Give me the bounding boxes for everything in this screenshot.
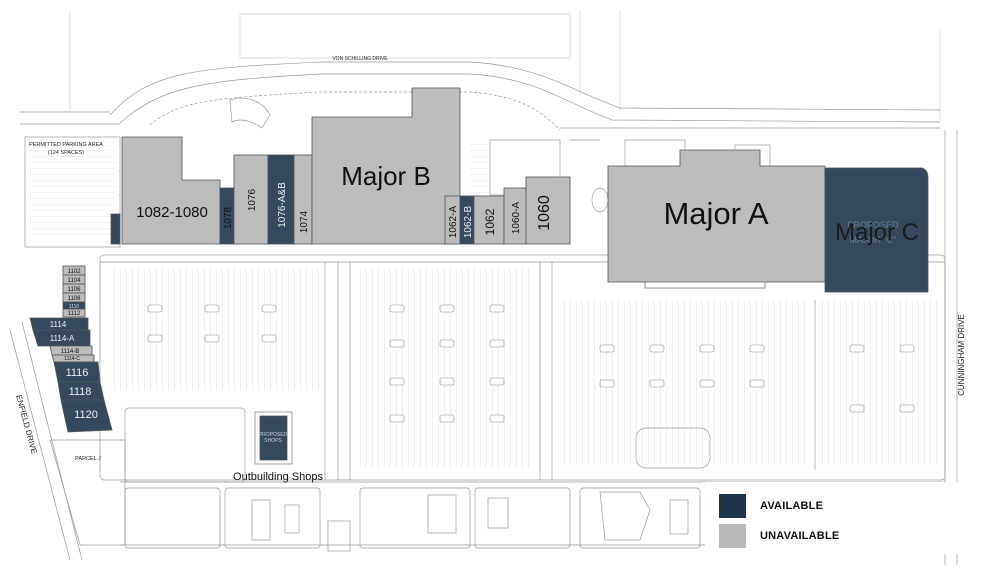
- site-linework: [9, 10, 958, 565]
- legend-unavailable-label: UNAVAILABLE: [760, 530, 840, 542]
- unit-1082-sliver[interactable]: [110, 213, 121, 245]
- label-1060-a: 1060-A: [511, 202, 522, 235]
- label-cunningham-drive: CUNNINGHAM DRIVE: [957, 314, 966, 396]
- label-1116: 1116: [66, 367, 89, 379]
- label-proposed-shops-1: PROPOSED: [259, 432, 288, 438]
- unit-1060[interactable]: [525, 176, 571, 245]
- label-permitted-parking-2: (124 SPACES): [48, 150, 84, 156]
- label-1060: 1060: [536, 195, 553, 231]
- label-1114: 1114: [50, 320, 67, 329]
- label-1062-b: 1062-B: [463, 206, 474, 239]
- unit-1112[interactable]: [62, 308, 86, 318]
- label-permitted-parking-1: PERMITTED PARKING AREA: [29, 142, 103, 148]
- unit-1076-ab[interactable]: [267, 154, 295, 245]
- label-1078: 1078: [223, 206, 234, 229]
- building-units: [29, 87, 929, 465]
- unavailable-swatch: [719, 524, 746, 548]
- label-outbuilding-shops: Outbuilding Shops: [233, 471, 323, 483]
- legend-available: AVAILABLE: [719, 494, 823, 518]
- map-legend: AVAILABLE UNAVAILABLE: [705, 482, 977, 554]
- label-1114-b: 1114-B: [61, 349, 79, 355]
- label-1118: 1118: [69, 386, 92, 398]
- label-1120: 1120: [74, 409, 98, 421]
- unit-1120[interactable]: [60, 399, 113, 433]
- label-major-b: Major B: [341, 161, 431, 191]
- label-1110: 1110: [69, 304, 80, 310]
- label-1106: 1106: [68, 287, 82, 293]
- label-1076-ab: 1076-A&B: [277, 182, 288, 228]
- label-1076: 1076: [247, 188, 258, 211]
- label-major-a: Major A: [663, 196, 768, 231]
- label-proposed-shops-2: SHOPS: [264, 438, 282, 444]
- label-1112: 1112: [68, 311, 81, 317]
- label-major-c-faint-2: MAJOR "C": [850, 235, 897, 245]
- parking-fields: [30, 140, 940, 468]
- unit-labels: Major B Major A PROPOSED MAJOR "C" Major…: [50, 161, 919, 483]
- unit-1082-1080[interactable]: [121, 136, 221, 245]
- label-1102: 1102: [68, 269, 82, 275]
- label-1104: 1104: [68, 278, 82, 284]
- label-1074: 1074: [299, 210, 310, 233]
- unit-outbuilding-shops[interactable]: [259, 415, 288, 461]
- legend-unavailable: UNAVAILABLE: [719, 524, 839, 548]
- label-parcel-j: PARCEL J: [75, 456, 101, 462]
- label-1114-c: 1114-C: [64, 356, 80, 362]
- label-1082-1080: 1082-1080: [136, 204, 208, 221]
- unit-major-c[interactable]: [824, 167, 929, 293]
- label-major-c-faint-1: PROPOSED: [847, 220, 899, 230]
- label-1108: 1108: [68, 296, 82, 302]
- label-von-schilling-drive: VON SCHILLING DRIVE: [332, 56, 388, 62]
- label-1114-a: 1114-A: [50, 334, 75, 343]
- unit-major-b[interactable]: [311, 87, 461, 245]
- available-swatch: [719, 494, 746, 518]
- unit-1076[interactable]: [233, 154, 269, 245]
- label-major-c: Major C: [835, 219, 919, 246]
- label-1062-a: 1062-A: [448, 206, 459, 239]
- label-1062: 1062: [483, 208, 497, 235]
- legend-available-label: AVAILABLE: [760, 500, 824, 512]
